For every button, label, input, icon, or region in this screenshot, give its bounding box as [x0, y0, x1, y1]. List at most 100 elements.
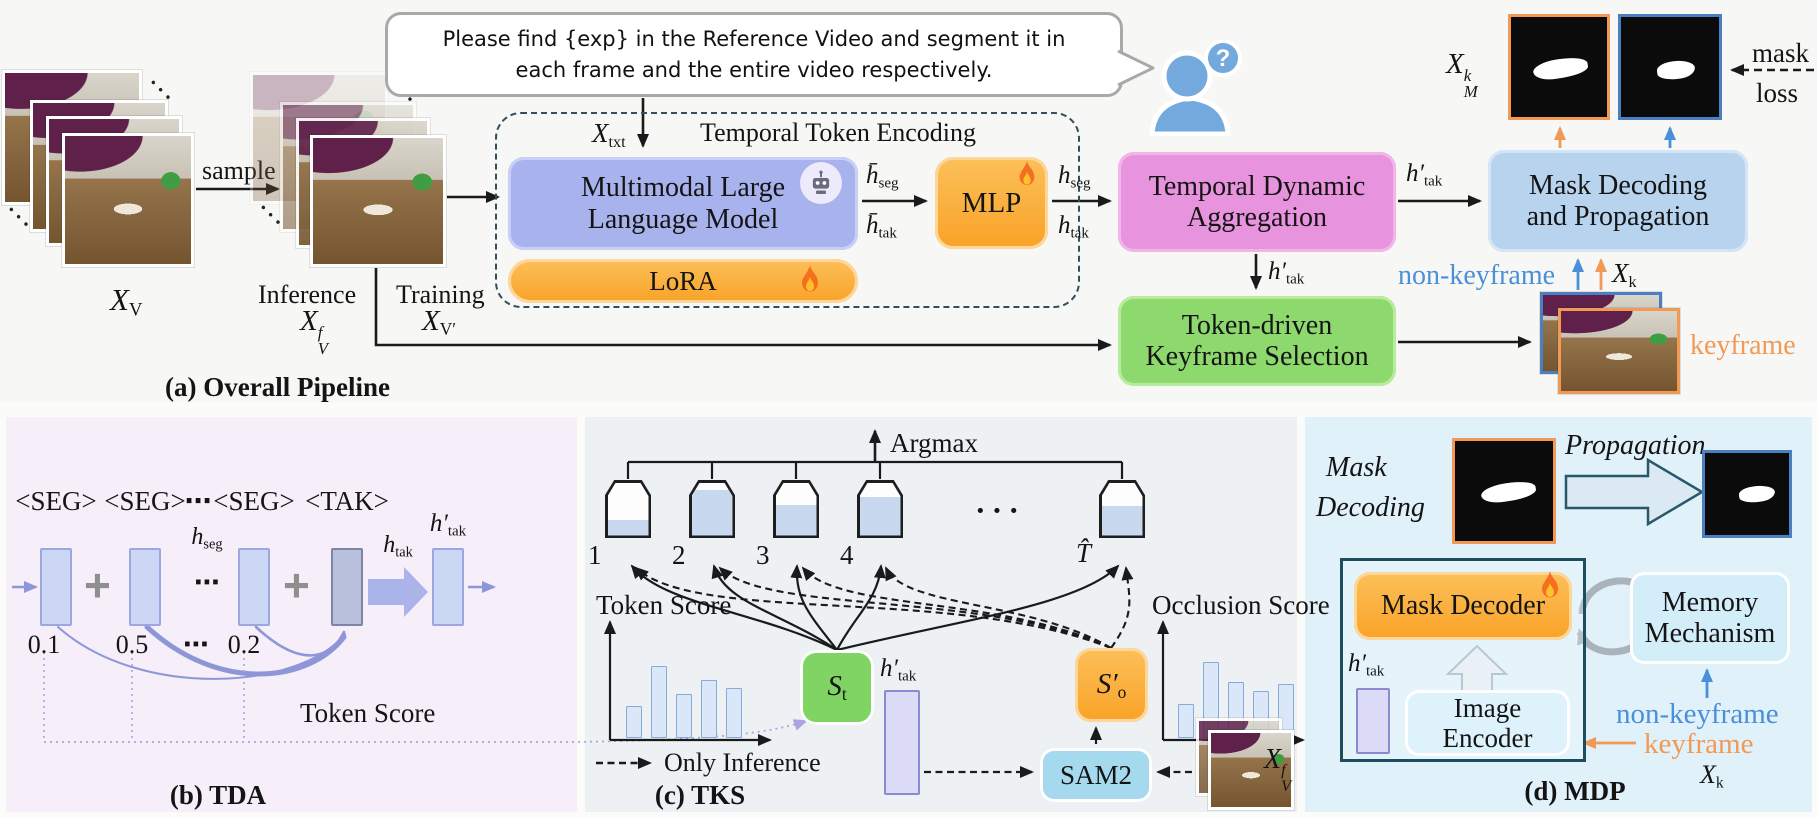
keyframe-label: keyframe	[1690, 330, 1796, 361]
mini-bar	[1178, 704, 1194, 738]
h-tak-prime-label: h′tak	[429, 510, 467, 540]
tak-token-bar	[331, 548, 363, 626]
keyframe-frame	[1558, 308, 1680, 394]
memory-mechanism-box: Memory Mechanism	[1630, 572, 1790, 664]
h-seg-label: hseg	[191, 524, 223, 553]
temporal-token-encoding-box	[495, 112, 1080, 308]
h-tak-prime-label: h′tak	[1348, 650, 1385, 680]
so-label: S′o	[1096, 667, 1127, 702]
keyframe-mask-image	[1508, 14, 1610, 120]
hbar-seg-label: h̄seg	[866, 162, 899, 192]
non-keyframe-label: non-keyframe	[1616, 698, 1779, 730]
htak-prime-vector	[1356, 688, 1390, 754]
caption-b: (b) TDA	[169, 780, 267, 810]
tks-box: Token-driven Keyframe Selection	[1118, 296, 1396, 386]
training-frames-label: XV′	[422, 305, 457, 340]
mask-decoding-label-line2: Decoding	[1316, 492, 1425, 523]
seg-token-bar	[40, 548, 72, 626]
xk-label: Xk	[1700, 760, 1724, 792]
image-encoder-label-line2: Encoder	[1442, 723, 1533, 753]
sam2-box: SAM2	[1040, 748, 1152, 802]
frame-index-label: 3	[756, 540, 770, 570]
video-frame	[1208, 730, 1294, 810]
xk-label: Xk	[1612, 258, 1637, 291]
mask-decoding-label-line1: Mask	[1326, 452, 1387, 483]
caption-a: (a) Overall Pipeline	[165, 372, 390, 402]
image-encoder-label-line1: Image	[1453, 692, 1522, 723]
only-inference-legend: Only Inference	[664, 748, 821, 777]
score-bucket	[689, 480, 735, 538]
score-bucket	[605, 480, 651, 538]
token-score-label: Token Score	[300, 698, 436, 728]
so-box: S′o	[1075, 648, 1148, 722]
mini-bar	[651, 666, 667, 738]
mask-blob	[1738, 484, 1776, 504]
inference-label: Inference	[258, 280, 357, 309]
mask-loss-label-line1: mask	[1752, 38, 1809, 68]
seg-token-label: <SEG>	[213, 486, 295, 516]
prompt-line1: Please find {exp} in the Reference Video…	[442, 27, 1066, 52]
mini-bar	[726, 688, 742, 738]
sample-label: sample	[202, 156, 276, 185]
mask-blob	[1479, 478, 1538, 506]
mask-loss-label-line2: loss	[1756, 78, 1799, 108]
score-bucket	[857, 480, 903, 538]
bar-ellipsis: ⋯	[194, 568, 220, 597]
h-tak-label: htak	[383, 532, 413, 561]
mlp-box: MLP	[935, 157, 1048, 249]
non-keyframe-label: non-keyframe	[1398, 260, 1556, 291]
mllm-label-line1: Multimodal Large	[581, 172, 785, 204]
mask-blob	[1531, 54, 1590, 83]
frame-index-label: 4	[840, 540, 854, 570]
h-tak-label: htak	[1058, 212, 1089, 242]
seg-token-label: <SEG>	[15, 486, 97, 516]
training-label: Training	[396, 280, 485, 309]
h-tak-prime-label: h′tak	[880, 655, 917, 685]
hbar-tak-label: h̄tak	[866, 212, 897, 242]
video-input-label: XV	[110, 282, 143, 321]
bubble-tail	[1116, 48, 1158, 93]
tks-label-line2: Keyframe Selection	[1145, 341, 1369, 372]
fire-icon	[798, 264, 822, 301]
propagated-mask-image	[1702, 450, 1792, 538]
token-score-value: 0.5	[115, 630, 149, 659]
svg-text:?: ?	[1216, 45, 1231, 72]
video-frame	[310, 135, 446, 267]
keyframe-label: keyframe	[1644, 728, 1754, 760]
memory-label-line1: Memory	[1661, 586, 1759, 618]
prompt-bubble: Please find {exp} in the Reference Video…	[385, 12, 1123, 97]
nonkeyframe-mask-image	[1618, 14, 1722, 120]
mini-bar	[626, 706, 642, 738]
frame-index-label: 1	[588, 540, 602, 570]
fire-icon	[1016, 160, 1038, 194]
sam2-label: SAM2	[1059, 759, 1133, 790]
memory-label-line2: Mechanism	[1644, 618, 1776, 649]
tak-token-label: <TAK>	[305, 486, 389, 516]
argmax-label: Argmax	[890, 428, 978, 458]
image-encoder-box: Image Encoder	[1405, 690, 1570, 756]
tda-label-line1: Temporal Dynamic	[1148, 170, 1366, 202]
token-ellipsis: ⋯	[184, 486, 212, 516]
mini-bar	[676, 694, 692, 738]
st-label: St	[827, 670, 847, 705]
lora-box: LoRA	[508, 259, 858, 303]
token-score-value: 0.1	[27, 630, 61, 659]
plus-sign: +	[283, 559, 310, 611]
tda-box: Temporal Dynamic Aggregation	[1118, 152, 1396, 252]
score-bucket	[773, 480, 819, 538]
frame-index-label: T̂	[1076, 538, 1092, 568]
st-box: St	[800, 650, 874, 725]
h-seg-label: hseg	[1058, 162, 1091, 192]
mask-decoder-box: Mask Decoder	[1354, 572, 1572, 640]
user-icon: ?	[1138, 39, 1242, 141]
htak-prime-vector	[884, 690, 920, 795]
plus-sign: +	[84, 559, 111, 611]
xtxt-label: Xtxt	[592, 118, 626, 151]
bucket-ellipsis: ···	[975, 492, 1026, 528]
fire-icon	[1538, 570, 1562, 607]
token-score-label: Token Score	[596, 590, 732, 620]
